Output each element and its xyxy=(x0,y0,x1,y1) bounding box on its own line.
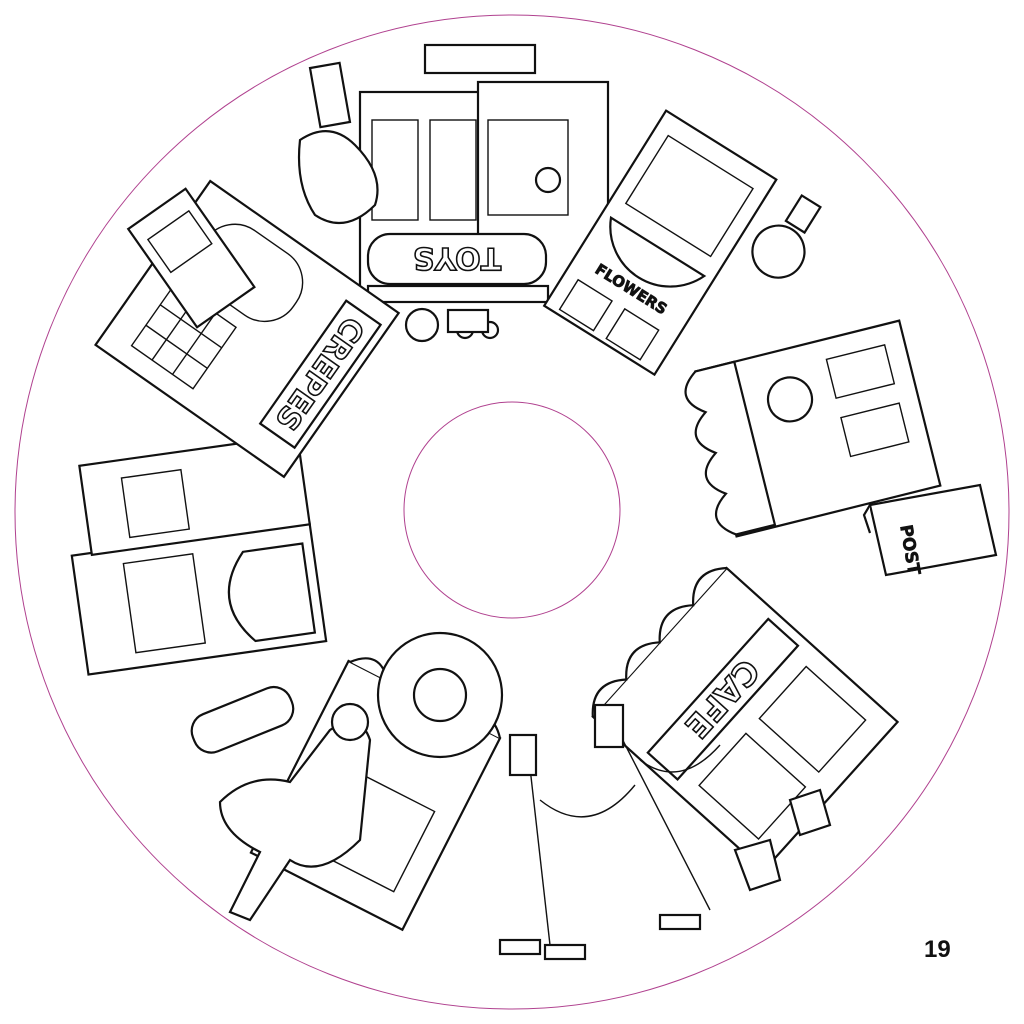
ice-cream-shop xyxy=(126,187,256,329)
disc-outer-guide xyxy=(14,14,1010,1010)
post-box: POST xyxy=(862,483,998,577)
girl-figure xyxy=(218,702,372,922)
bakery xyxy=(70,433,328,676)
hanging-sign xyxy=(190,685,295,754)
cafe: CAFE xyxy=(591,566,900,873)
market-stall xyxy=(684,319,942,538)
squirrel-figure xyxy=(297,61,379,225)
page-number: 19 xyxy=(924,936,951,963)
street-lamps xyxy=(498,703,832,961)
toys-sign xyxy=(366,232,548,286)
disc-center-hole xyxy=(403,401,621,619)
giant-donut xyxy=(376,631,504,759)
toys-sign-text: TOYS xyxy=(413,240,501,275)
flower-shop: FLOWERS xyxy=(542,109,822,377)
